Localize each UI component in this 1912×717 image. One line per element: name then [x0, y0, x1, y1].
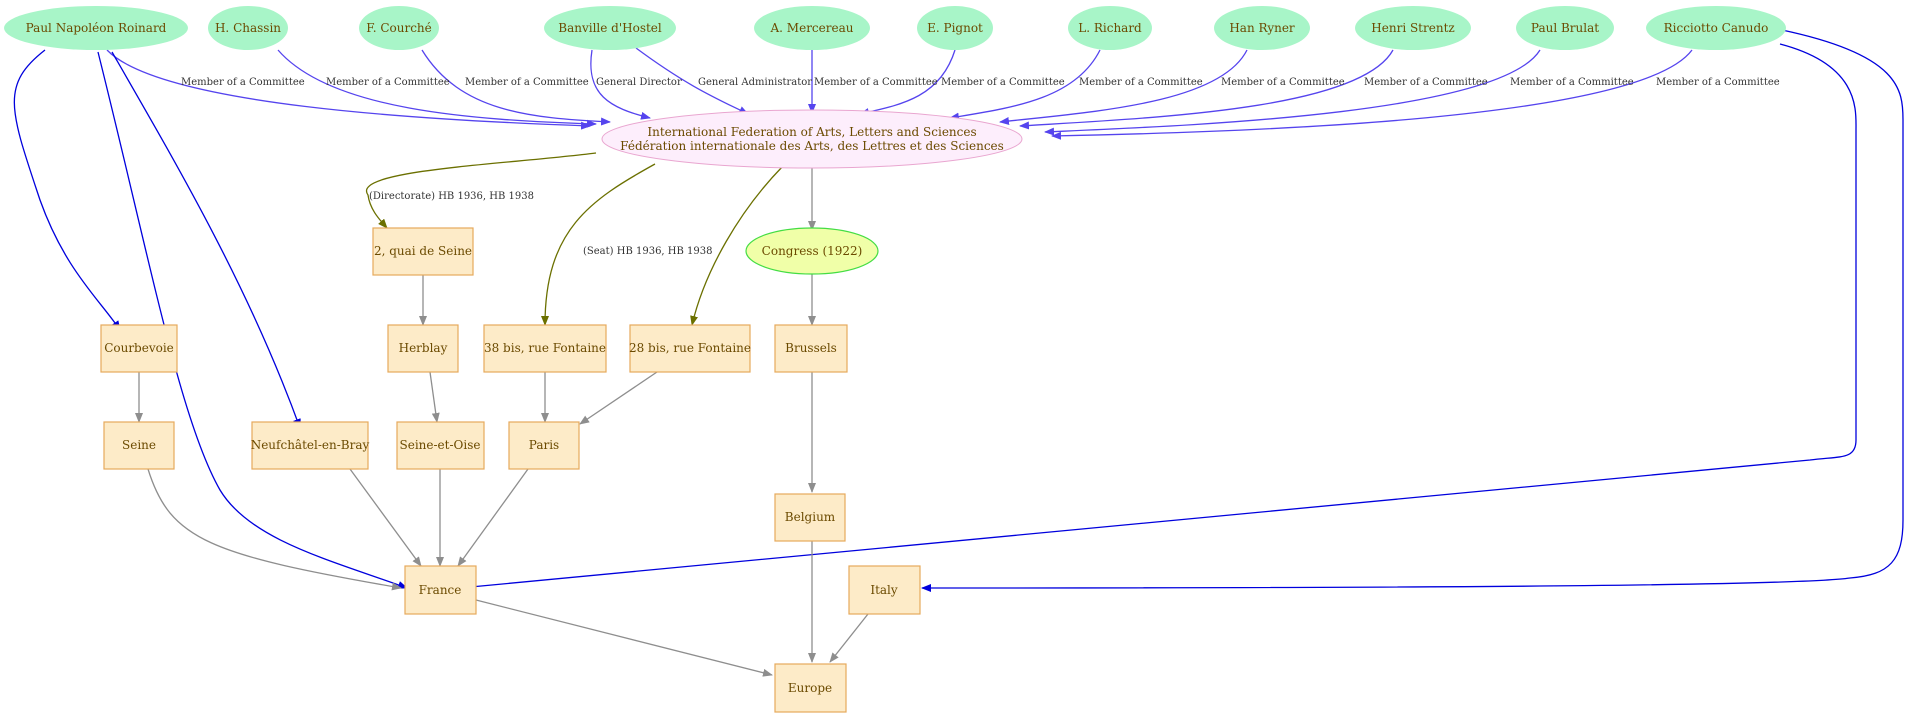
- node-courbevoie[interactable]: Courbevoie: [100, 324, 178, 373]
- node-roinard-label: Paul Napoléon Roinard: [26, 21, 167, 35]
- edge-roinard-courbevoie: [13, 49, 121, 331]
- node-congress-label: Congress (1922): [762, 244, 863, 258]
- node-seine-oise[interactable]: Seine-et-Oise: [396, 421, 485, 470]
- node-canudo[interactable]: Ricciotto Canudo: [1646, 6, 1786, 50]
- node-france[interactable]: France: [404, 565, 477, 615]
- node-italy-label: Italy: [870, 583, 898, 597]
- node-pignot[interactable]: E. Pignot: [917, 6, 993, 50]
- edge-label-seat: (Seat) HB 1936, HB 1938: [583, 246, 712, 257]
- edge-federation-quai: [365, 152, 597, 229]
- node-strentz[interactable]: Henri Strentz: [1355, 6, 1471, 50]
- edge-roinard-france: [97, 51, 408, 589]
- node-roinard[interactable]: Paul Napoléon Roinard: [4, 6, 188, 50]
- edge-label-brulat: Member of a Committee: [1510, 77, 1634, 88]
- edge-banville-admin: [635, 47, 749, 115]
- edge-fontaine28-paris: [579, 371, 658, 425]
- node-banville[interactable]: Banville d'Hostel: [544, 6, 676, 50]
- node-federation-label-line1: International Federation of Arts, Letter…: [647, 125, 976, 139]
- node-courche[interactable]: F. Courché: [359, 6, 439, 50]
- edge-richard-federation: [949, 49, 1101, 121]
- edge-herblay-seineoise: [429, 371, 440, 423]
- edge-banville-director: [590, 49, 651, 120]
- edge-canudo-italy: [921, 29, 1904, 592]
- edge-label-ryner: Member of a Committee: [1221, 77, 1345, 88]
- edge-canudo-france: [459, 43, 1857, 592]
- edge-label-canudo: Member of a Committee: [1656, 77, 1780, 88]
- node-federation[interactable]: International Federation of Arts, Letter…: [601, 109, 1023, 169]
- edge-courche-federation: [421, 49, 611, 126]
- node-brulat[interactable]: Paul Brulat: [1516, 6, 1614, 50]
- edge-label-chassin: Member of a Committee: [326, 77, 450, 88]
- node-pignot-label: E. Pignot: [927, 21, 983, 35]
- edge-seine-france: [147, 468, 402, 591]
- node-brulat-label: Paul Brulat: [1531, 21, 1599, 35]
- node-fontaine38[interactable]: 38 bis, rue Fontaine: [483, 324, 607, 373]
- node-canudo-label: Ricciotto Canudo: [1664, 21, 1769, 35]
- node-congress[interactable]: Congress (1922): [745, 227, 879, 275]
- edge-label-courche: Member of a Committee: [465, 77, 589, 88]
- node-seine-oise-label: Seine-et-Oise: [400, 438, 481, 452]
- edge-canudo-federation: [1051, 49, 1693, 140]
- node-courche-label: F. Courché: [366, 21, 432, 35]
- edge-label-strentz: Member of a Committee: [1364, 77, 1488, 88]
- node-fontaine28-label: 28 bis, rue Fontaine: [629, 341, 751, 355]
- node-herblay-label: Herblay: [399, 341, 448, 355]
- node-belgium[interactable]: Belgium: [774, 493, 846, 542]
- node-quai[interactable]: 2, quai de Seine: [372, 227, 474, 276]
- edge-strentz-federation: [1019, 49, 1394, 130]
- node-brussels[interactable]: Brussels: [774, 324, 848, 373]
- node-seine-label: Seine: [122, 438, 156, 452]
- edge-roinard-neufchatel: [111, 51, 301, 429]
- node-europe[interactable]: Europe: [774, 663, 847, 713]
- edge-label-pignot: Member of a Committee: [941, 77, 1065, 88]
- edge-neufchatel-france: [349, 468, 422, 567]
- edge-paris-france: [457, 468, 529, 567]
- node-paris-label: Paris: [529, 438, 559, 452]
- edge-federation-fontaine38: [541, 163, 656, 326]
- node-europe-label: Europe: [788, 681, 832, 695]
- node-mercereau[interactable]: A. Mercereau: [754, 6, 870, 50]
- edge-ryner-federation: [999, 49, 1248, 125]
- node-fontaine28[interactable]: 28 bis, rue Fontaine: [629, 324, 751, 373]
- edge-france-europe: [475, 599, 773, 677]
- node-neufchatel[interactable]: Neufchâtel-en-Bray: [251, 421, 370, 470]
- edge-roinard-federation: [106, 49, 591, 130]
- node-herblay[interactable]: Herblay: [387, 324, 459, 373]
- edge-brulat-federation: [1044, 49, 1541, 136]
- node-banville-label: Banville d'Hostel: [558, 21, 662, 35]
- node-strentz-label: Henri Strentz: [1371, 21, 1454, 35]
- node-quai-label: 2, quai de Seine: [374, 244, 472, 258]
- node-richard-label: L. Richard: [1078, 21, 1142, 35]
- edge-label-directorate: (Directorate) HB 1936, HB 1938: [369, 191, 534, 202]
- node-neufchatel-label: Neufchâtel-en-Bray: [251, 438, 370, 452]
- node-federation-label-line2: Fédération internationale des Arts, des …: [620, 139, 1004, 153]
- node-italy[interactable]: Italy: [848, 565, 921, 615]
- edge-label-richard: Member of a Committee: [1079, 77, 1203, 88]
- node-courbevoie-label: Courbevoie: [104, 341, 174, 355]
- node-france-label: France: [419, 583, 462, 597]
- edge-chassin-federation: [277, 49, 597, 128]
- edge-label-mercereau: Member of a Committee: [814, 77, 938, 88]
- node-belgium-label: Belgium: [785, 510, 836, 524]
- node-ryner-label: Han Ryner: [1229, 21, 1295, 35]
- edge-italy-europe: [829, 613, 869, 663]
- node-fontaine38-label: 38 bis, rue Fontaine: [484, 341, 606, 355]
- node-mercereau-label: A. Mercereau: [770, 21, 854, 35]
- node-chassin-label: H. Chassin: [215, 21, 281, 35]
- edge-federation-fontaine28: [690, 165, 784, 326]
- edge-label-roinard: Member of a Committee: [181, 77, 305, 88]
- node-brussels-label: Brussels: [785, 341, 837, 355]
- node-richard[interactable]: L. Richard: [1068, 6, 1152, 50]
- edge-label-banville-admin: General Administrator: [698, 77, 812, 88]
- node-seine[interactable]: Seine: [103, 421, 175, 470]
- node-paris[interactable]: Paris: [508, 421, 580, 470]
- node-chassin[interactable]: H. Chassin: [208, 6, 288, 50]
- node-ryner[interactable]: Han Ryner: [1214, 6, 1310, 50]
- edge-label-banville-director: General Director: [596, 77, 682, 88]
